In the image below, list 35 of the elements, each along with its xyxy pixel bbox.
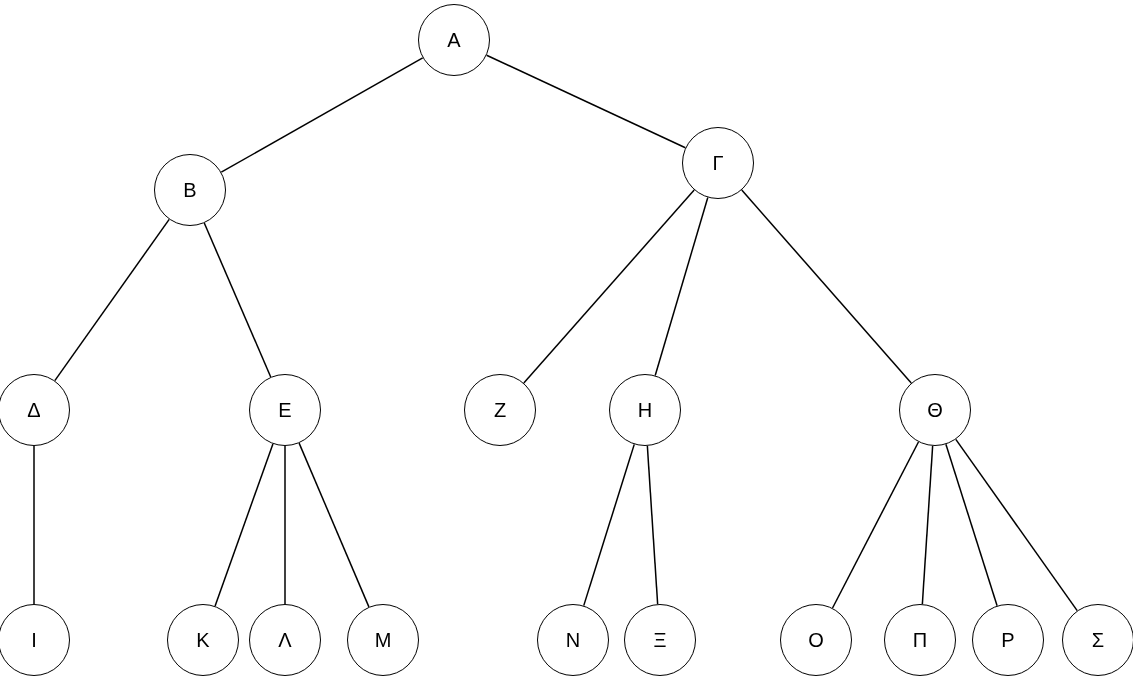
- tree-edge-line: [54, 218, 170, 382]
- node-label: Γ: [712, 151, 724, 175]
- tree-edge-line: [646, 445, 659, 605]
- tree-edge-line: [831, 441, 920, 609]
- node-label: Π: [912, 628, 928, 652]
- tree-edge-line: [214, 443, 274, 607]
- node-label: Κ: [196, 628, 210, 652]
- tree-edge-line: [945, 443, 998, 607]
- tree-edge-line: [33, 445, 35, 605]
- node-label: Β: [183, 178, 197, 202]
- tree-edge-line: [203, 222, 272, 378]
- node-label: Λ: [278, 628, 292, 652]
- tree-edge-line: [654, 196, 709, 377]
- tree-edge-line: [583, 443, 635, 607]
- tree-edge-line: [298, 442, 370, 608]
- node-label: Μ: [374, 628, 392, 652]
- node-label: Σ: [1091, 628, 1105, 652]
- node-label: Θ: [927, 398, 943, 422]
- node-label: Ε: [278, 398, 292, 422]
- node-label: Ο: [808, 628, 824, 652]
- node-label: Ν: [565, 628, 581, 652]
- node-label: Δ: [27, 398, 41, 422]
- tree-edge-line: [485, 54, 687, 149]
- node-label: Ι: [31, 628, 37, 652]
- node-label: Η: [637, 398, 653, 422]
- tree-edge-line: [220, 57, 424, 173]
- tree-edge-line: [523, 189, 695, 384]
- tree-edge-line: [921, 445, 934, 605]
- tree-edge-line: [955, 438, 1078, 612]
- node-label: Α: [447, 28, 461, 52]
- node-label: Ζ: [493, 398, 507, 422]
- node-label: Ρ: [1001, 628, 1015, 652]
- node-label: Ξ: [653, 628, 667, 652]
- tree-edge-line: [741, 189, 912, 384]
- tree-edge-line: [284, 445, 286, 605]
